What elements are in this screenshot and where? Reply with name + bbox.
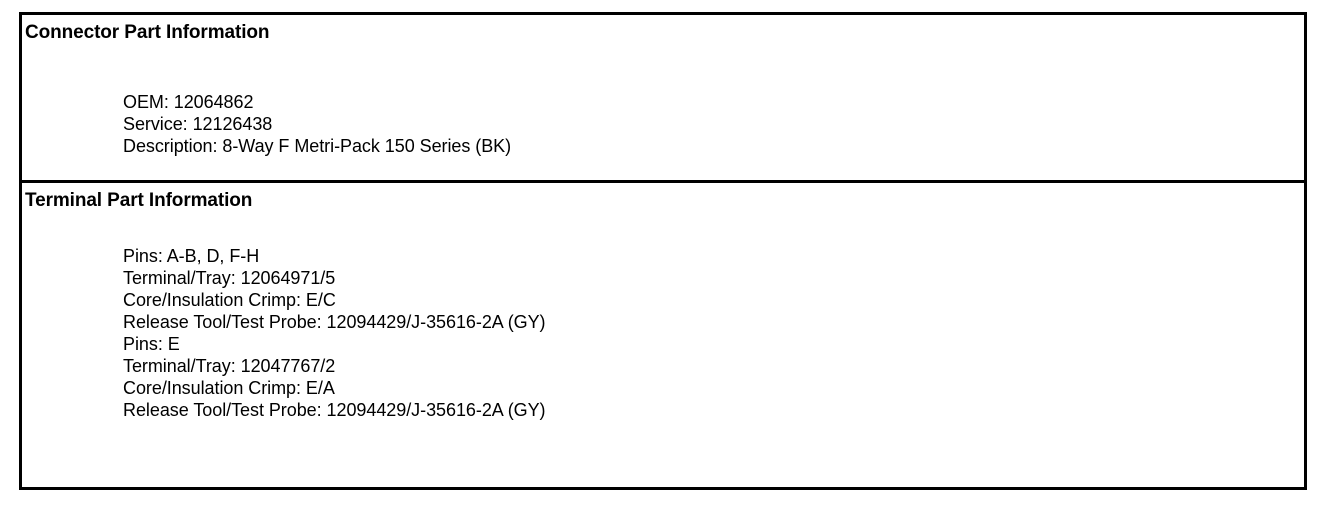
detail-line-core-insulation-crimp-primary: Core/Insulation Crimp: E/C [123,290,336,310]
section-terminal-part-information: Terminal Part Information Pins: A-B, D, … [22,180,1304,487]
detail-line-release-tool-test-probe-primary: Release Tool/Test Probe: 12094429/J-3561… [123,312,546,332]
section-heading-terminal: Terminal Part Information [25,190,253,211]
detail-list-terminal: Pins: A-B, D, F-H Terminal/Tray: 1206497… [123,245,546,421]
detail-line-pins-primary: Pins: A-B, D, F-H [123,246,260,266]
section-heading-connector: Connector Part Information [25,22,270,43]
detail-list-connector: OEM: 12064862 Service: 12126438 Descript… [123,91,511,157]
connector-spec-table: Connector Part Information OEM: 12064862… [19,12,1307,490]
detail-line-oem: OEM: 12064862 [123,92,254,112]
detail-line-terminal-tray-primary: Terminal/Tray: 12064971/5 [123,268,336,288]
detail-line-pins-secondary: Pins: E [123,334,180,354]
detail-line-terminal-tray-secondary: Terminal/Tray: 12047767/2 [123,356,336,376]
detail-line-core-insulation-crimp-secondary: Core/Insulation Crimp: E/A [123,378,335,398]
detail-line-description: Description: 8-Way F Metri-Pack 150 Seri… [123,136,512,156]
detail-line-release-tool-test-probe-secondary: Release Tool/Test Probe: 12094429/J-3561… [123,400,546,420]
section-connector-part-information: Connector Part Information OEM: 12064862… [22,15,1304,180]
detail-line-service: Service: 12126438 [123,114,273,134]
